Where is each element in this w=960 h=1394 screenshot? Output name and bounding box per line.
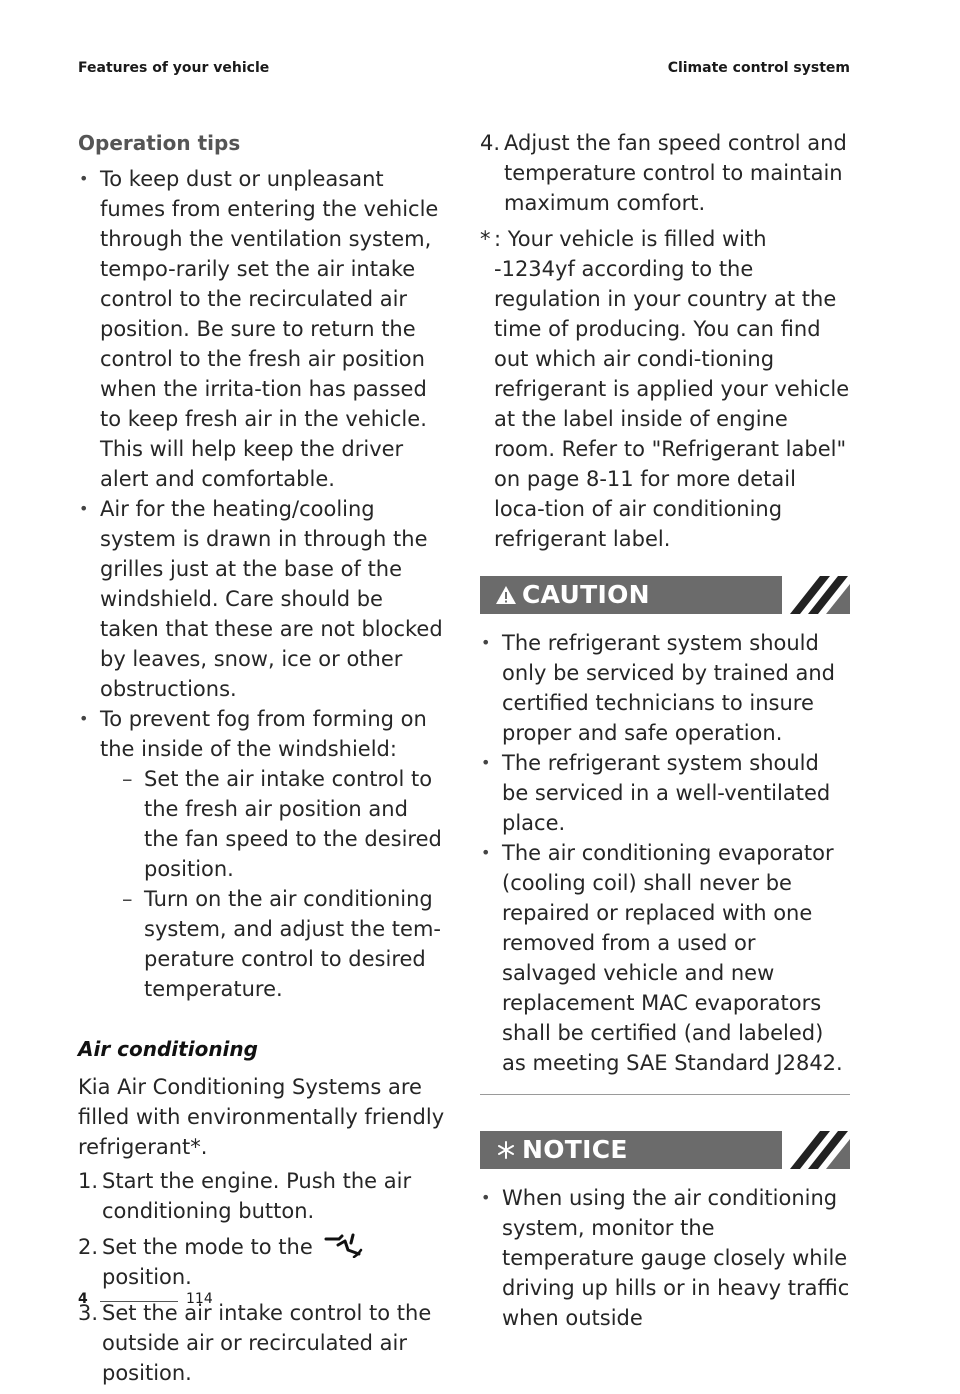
step-number: 4. bbox=[480, 131, 501, 155]
notice-list: When using the air conditioning system, … bbox=[480, 1183, 850, 1333]
slash-decoration-icon bbox=[782, 576, 850, 614]
floor-mode-icon bbox=[324, 1233, 363, 1258]
caution-list: The refrigerant system should only be se… bbox=[480, 628, 850, 1078]
list-item: To prevent fog from forming on the insid… bbox=[78, 704, 448, 1004]
ac-intro-paragraph: Kia Air Conditioning Systems are filled … bbox=[78, 1075, 445, 1159]
step-text: position. bbox=[102, 1265, 192, 1289]
list-item: When using the air conditioning system, … bbox=[480, 1183, 850, 1333]
right-column: 4. Adjust the fan speed control and temp… bbox=[480, 128, 850, 1333]
step-item: 1. Start the engine. Push the air condit… bbox=[78, 1166, 448, 1226]
step-item: 2. Set the mode to the position. bbox=[78, 1232, 448, 1292]
section-title-operation-tips: Operation tips bbox=[78, 131, 241, 155]
step-number: 3. bbox=[78, 1301, 99, 1325]
list-item-text: To prevent fog from forming on the insid… bbox=[100, 707, 427, 761]
notice-banner: NOTICE bbox=[480, 1131, 850, 1169]
warning-triangle-icon bbox=[496, 586, 516, 604]
step-text: Adjust the fan speed control and tempera… bbox=[504, 131, 847, 215]
ac-steps-list-continued: 4. Adjust the fan speed control and temp… bbox=[480, 128, 850, 218]
sub-list-item: Turn on the air conditioning system, and… bbox=[122, 884, 448, 1004]
sub-list-item: Set the air intake control to the fresh … bbox=[122, 764, 448, 884]
running-header-right: Climate control system bbox=[667, 60, 850, 76]
step-text: Set the air intake control to the outsid… bbox=[102, 1301, 432, 1385]
caution-title: CAUTION bbox=[522, 580, 650, 609]
left-column: Operation tips To keep dust or unpleasan… bbox=[78, 128, 448, 1394]
operation-tips-list: To keep dust or unpleasant fumes from en… bbox=[78, 164, 448, 1004]
footnote-mark: * bbox=[480, 227, 491, 251]
step-text: Start the engine. Push the air condition… bbox=[102, 1169, 412, 1223]
footer-divider bbox=[100, 1301, 178, 1302]
list-item: The refrigerant system should only be se… bbox=[480, 628, 850, 748]
manual-page: Features of your vehicle Climate control… bbox=[0, 0, 960, 1360]
refrigerant-footnote: * : Your vehicle is filled with -1234yf … bbox=[480, 224, 850, 554]
fog-prevention-sublist: Set the air intake control to the fresh … bbox=[100, 764, 448, 1004]
step-item: 4. Adjust the fan speed control and temp… bbox=[480, 128, 850, 218]
slash-decoration-icon bbox=[782, 1131, 850, 1169]
step-item: 3. Set the air intake control to the out… bbox=[78, 1298, 448, 1388]
ac-steps-list: 1. Start the engine. Push the air condit… bbox=[78, 1166, 448, 1388]
list-item: To keep dust or unpleasant fumes from en… bbox=[78, 164, 448, 494]
step-number: 1. bbox=[78, 1169, 99, 1193]
step-number: 2. bbox=[78, 1235, 99, 1259]
step-text: Set the mode to the bbox=[102, 1235, 313, 1259]
list-item: Air for the heating/cooling system is dr… bbox=[78, 494, 448, 704]
section-title-air-conditioning: Air conditioning bbox=[78, 1037, 258, 1061]
page-number: 114 bbox=[186, 1291, 213, 1307]
caution-banner: CAUTION bbox=[480, 576, 850, 614]
divider bbox=[480, 1094, 850, 1095]
list-item: The air conditioning evaporator (cooling… bbox=[480, 838, 850, 1078]
asterisk-icon bbox=[498, 1141, 514, 1159]
chapter-number: 4 bbox=[78, 1291, 88, 1307]
footnote-text: : Your vehicle is filled with -1234yf ac… bbox=[494, 227, 850, 551]
list-item: The refrigerant system should be service… bbox=[480, 748, 850, 838]
notice-title: NOTICE bbox=[522, 1135, 628, 1164]
running-header-left: Features of your vehicle bbox=[78, 60, 270, 76]
